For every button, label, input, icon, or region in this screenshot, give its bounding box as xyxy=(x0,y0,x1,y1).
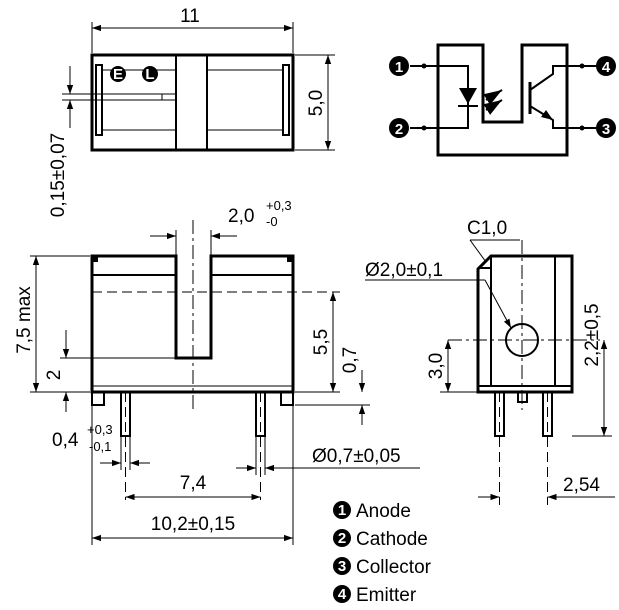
legend-item: 3 Collector xyxy=(333,557,432,578)
side-view: C1,0 Ø2,0±0,1 3,0 2,2±0,5 2,54 xyxy=(365,218,615,505)
standoff-dim: 2 xyxy=(44,370,65,381)
front-view: 2,0 +0,3 -0 7,5 max 2 5,5 0,7 0,4 +0,3 -… xyxy=(14,198,420,545)
pin-badge-1 xyxy=(389,56,409,76)
marker-l-circle xyxy=(142,66,158,82)
height-max-dim: 7,5 max xyxy=(14,286,35,354)
chamfer-dim: C1,0 xyxy=(467,218,507,239)
slot-depth-dim: 5,5 xyxy=(311,329,332,355)
pin-legend: 1 Anode 2 Cathode 3 Collector 4 Emitter xyxy=(333,501,432,606)
legend-item: 2 Cathode xyxy=(333,529,428,550)
legend-num: 2 xyxy=(338,530,346,547)
pin-diameter-dim: Ø0,7±0,05 xyxy=(312,446,401,467)
schematic: 1 2 4 3 xyxy=(389,43,616,157)
pin-badge-1-label: 1 xyxy=(395,59,403,76)
pin-badge-4 xyxy=(596,56,616,76)
base-dim: 0,7 xyxy=(340,347,361,373)
slot-width-tol-plus: +0,3 xyxy=(266,198,292,213)
front-pin-pitch-dim: 7,4 xyxy=(180,473,207,494)
center-height-dim: 2,2±0,5 xyxy=(582,303,603,366)
top-view: E L 11 5,0 0,15±0,07 xyxy=(48,6,335,217)
slot-width-main: 2,0 xyxy=(228,206,254,227)
hole-height-dim: 3,0 xyxy=(426,353,447,379)
legend-label: Cathode xyxy=(356,529,428,550)
legend-item: 4 Emitter xyxy=(333,585,417,606)
pin-width-tol-minus: -0,1 xyxy=(89,439,111,454)
pin-badge-3-label: 3 xyxy=(602,121,610,138)
side-pin-pitch-dim: 2,54 xyxy=(563,475,600,496)
pin-badge-2-label: 2 xyxy=(395,121,403,138)
pin-badge-4-label: 4 xyxy=(602,59,611,76)
legend-num: 4 xyxy=(338,586,347,603)
legend-num: 1 xyxy=(338,502,346,519)
top-gap-dim: 0,15±0,07 xyxy=(48,133,69,217)
legend-num: 3 xyxy=(338,558,346,575)
top-width-dim: 11 xyxy=(180,6,200,27)
legend-label: Emitter xyxy=(356,585,417,606)
legend-item: 1 Anode xyxy=(333,501,411,522)
marker-e-circle xyxy=(110,66,126,82)
overall-width-dim: 10,2±0,15 xyxy=(151,514,235,535)
legend-label: Anode xyxy=(356,501,411,522)
pin-badge-3 xyxy=(596,118,616,138)
pin-badge-2 xyxy=(389,118,409,138)
marker-e-label: E xyxy=(113,66,123,83)
hole-dim: Ø2,0±0,1 xyxy=(365,260,443,281)
slot-width-tol-minus: -0 xyxy=(266,214,278,229)
led-icon xyxy=(424,65,469,129)
top-height-dim: 5,0 xyxy=(306,90,327,116)
pin-width-tol-plus: +0,3 xyxy=(87,422,113,437)
pin-width-main: 0,4 xyxy=(52,430,79,451)
legend-label: Collector xyxy=(356,557,432,578)
top-view-body xyxy=(90,53,295,152)
marker-l-label: L xyxy=(145,66,154,83)
